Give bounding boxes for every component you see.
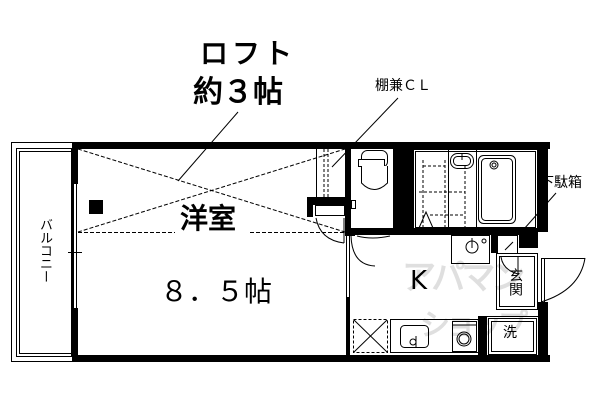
interior-walls — [307, 149, 538, 253]
loft-size: 約３帖 — [193, 75, 283, 110]
balcony-label: バルコニー — [37, 218, 52, 283]
balcony-window — [68, 184, 82, 308]
loft-outline — [77, 148, 346, 233]
bathroom — [413, 149, 538, 229]
kitchen-label: K — [410, 266, 428, 296]
toilet-door — [350, 235, 391, 267]
column-marker — [89, 200, 103, 214]
callout-lines — [177, 97, 557, 230]
toilet-fixture — [351, 150, 388, 209]
shoe-box-callout: 下駄箱 — [540, 175, 582, 191]
kitchen-wall-segment — [346, 297, 350, 355]
shelf-closet-callout: 棚兼ＣＬ — [375, 78, 431, 94]
western-room-size: ８．５帖 — [160, 275, 273, 308]
washer-area — [486, 316, 539, 357]
western-room-name: 洋室 — [180, 202, 237, 235]
entrance-label: 玄関 — [507, 268, 523, 296]
washer-label: 洗 — [503, 325, 517, 341]
front-door — [540, 257, 586, 303]
exterior-walls — [72, 142, 550, 362]
western-room-door — [315, 217, 345, 244]
watermark-line-1: アパマン — [402, 258, 525, 298]
shelf-closet — [315, 149, 345, 216]
washer-wall — [478, 316, 486, 355]
loft-title: ロフト — [200, 37, 297, 70]
entrance-area — [496, 235, 538, 310]
